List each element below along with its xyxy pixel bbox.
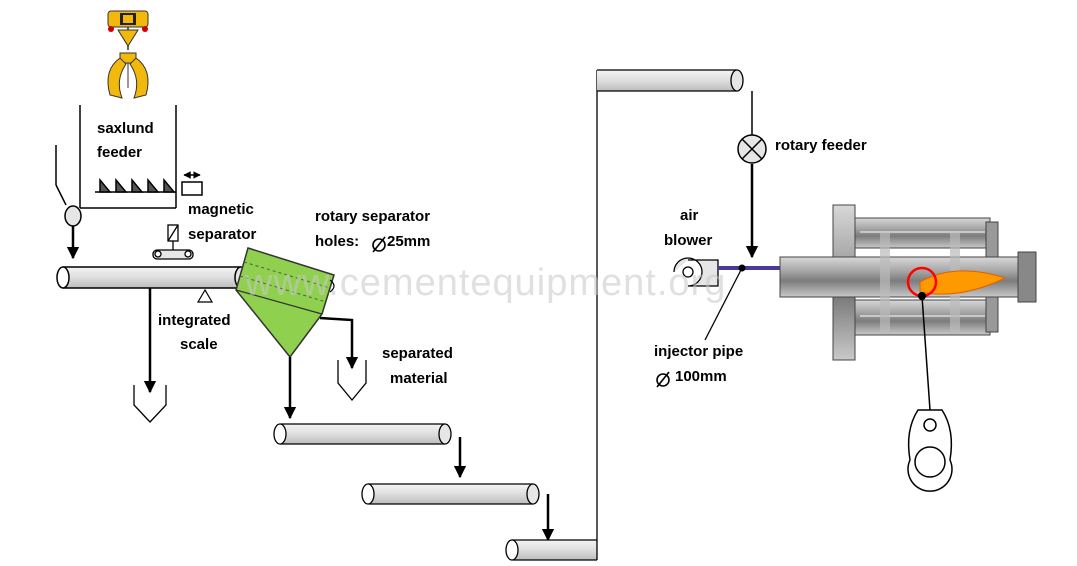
diameter-symbol-icon <box>656 371 670 388</box>
label-feeder: feeder <box>97 144 143 161</box>
label-hole-size: 25mm <box>387 233 431 250</box>
rotary-feeder-valve-icon <box>737 91 767 164</box>
belt-conveyor-1 <box>56 266 248 289</box>
label-saxlund: saxlund <box>97 120 154 137</box>
integrated-scale-icon <box>196 288 214 303</box>
label-rotary-separator: rotary separator <box>315 208 431 225</box>
burner-body-icon <box>779 204 1037 361</box>
flame-icon <box>919 270 1007 295</box>
flow-arrows <box>66 164 759 542</box>
watermark: www.cementequipment.org <box>245 262 727 304</box>
label-integrated: integrated <box>158 312 231 329</box>
label-blower: blower <box>664 232 713 249</box>
collection-bins <box>133 360 367 423</box>
label-rotary-feeder: rotary feeder <box>775 137 867 154</box>
diameter-symbol-icon <box>372 236 386 253</box>
label-material: material <box>390 370 448 387</box>
belt-conveyor-2 <box>273 423 452 445</box>
magnetic-separator <box>152 224 194 260</box>
label-separator: separator <box>188 226 257 243</box>
label-separated: separated <box>382 345 453 362</box>
label-magnetic: magnetic <box>188 201 254 218</box>
air-blower <box>673 257 719 287</box>
label-scale: scale <box>180 336 218 353</box>
injector-pipe-leader <box>704 267 743 341</box>
label-holes: holes: <box>315 233 360 250</box>
label-injector-size: 100mm <box>675 368 727 385</box>
lifting-eye-icon <box>907 409 953 492</box>
grab-crane-icon <box>107 10 149 99</box>
belt-conveyor-3 <box>361 483 540 505</box>
label-air: air <box>680 207 699 224</box>
saxlund-feeder <box>55 105 203 227</box>
vertical-elevator <box>596 69 744 560</box>
label-injector-pipe: injector pipe <box>654 343 744 360</box>
burner-linkage <box>921 295 931 411</box>
belt-conveyor-4 <box>505 539 597 561</box>
rotary-separator <box>235 247 335 359</box>
